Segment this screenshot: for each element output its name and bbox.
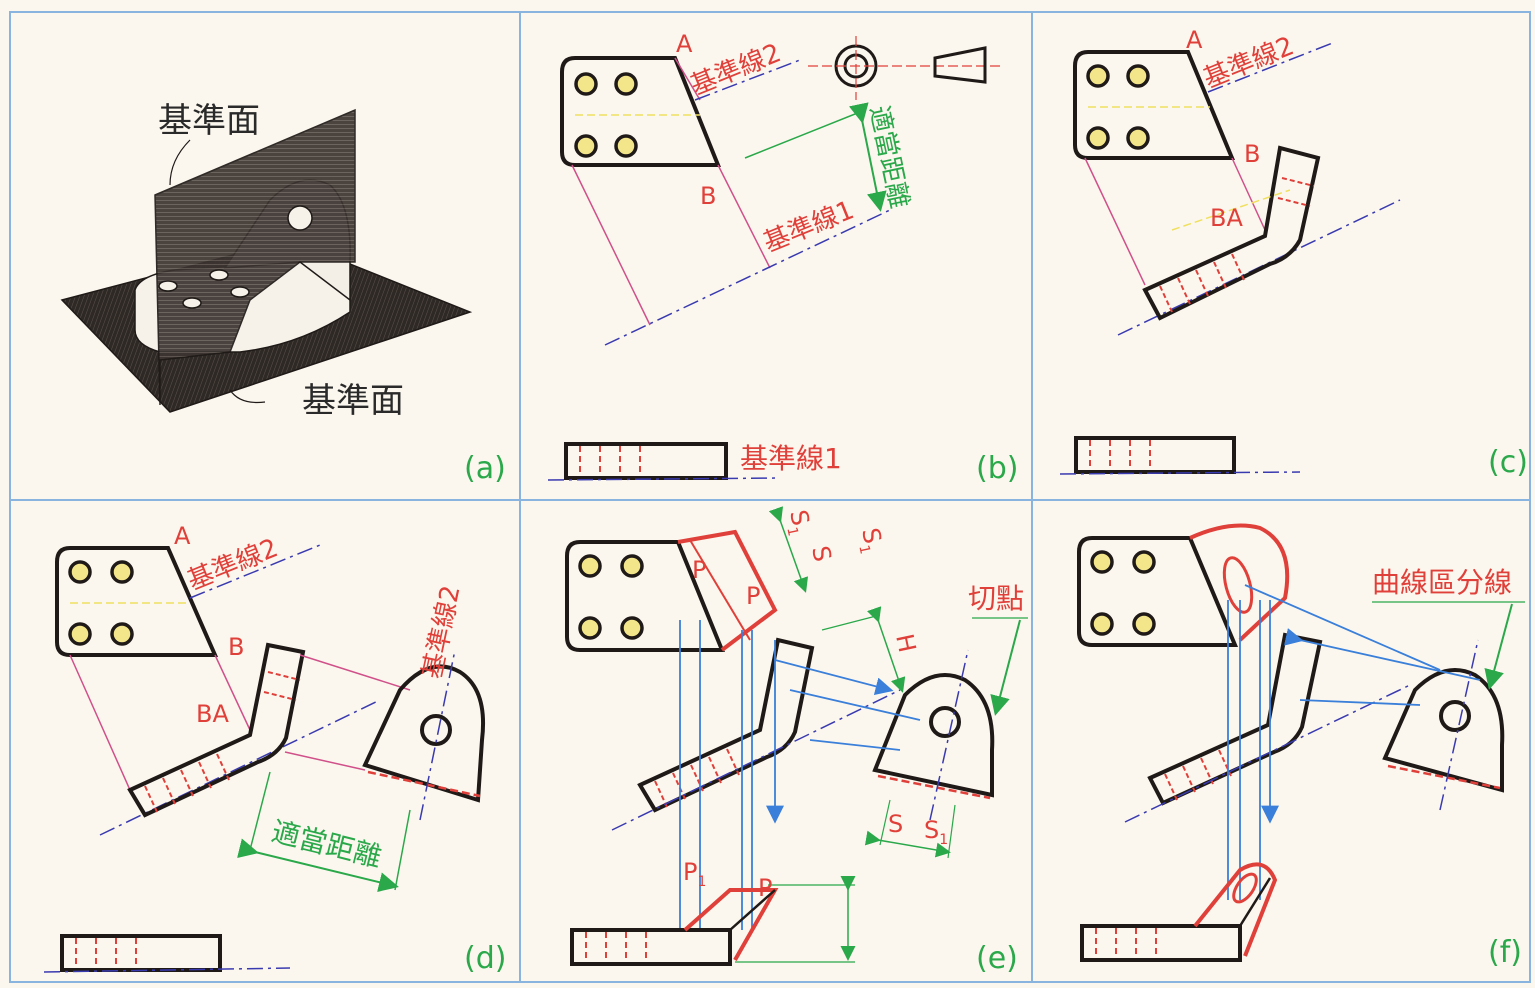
plate-side-view-c <box>1074 436 1236 474</box>
label-S1-e-bottom: S1 <box>924 816 948 848</box>
label-ref-line2-d: 基準線2 <box>183 533 282 596</box>
base-holes <box>158 205 313 309</box>
lug-hole-red-f <box>1222 556 1254 614</box>
projection-lines-f <box>1227 584 1481 900</box>
plate-front-view-f <box>1077 536 1239 647</box>
panel-e: P P P1 P S1 S S1 H S S1 切點 (e) <box>565 506 1028 976</box>
plate-holes-d <box>68 560 134 646</box>
plate-side-view-e <box>570 928 732 966</box>
label-H-e: H <box>890 631 921 654</box>
plate-side-view-b <box>564 442 728 480</box>
auxiliary-partial-view-e <box>637 637 815 813</box>
lug-auxiliary-view-d <box>362 664 485 803</box>
auxiliary-partial-view-f <box>1147 632 1323 806</box>
label-suitable-distance-d: 適當距離 <box>268 815 385 874</box>
label-suitable-distance-b: 適當距離 <box>863 103 914 211</box>
plate-front-view-c <box>1073 50 1235 160</box>
panel-label-f: (f) <box>1488 935 1522 970</box>
panel-label-e: (e) <box>976 941 1018 976</box>
projection-lines-e <box>679 620 921 930</box>
vertical-reference-plane <box>154 108 356 406</box>
reference-line-2 <box>694 59 801 101</box>
plate-side-view-f <box>1080 924 1242 962</box>
panel-a: 基準面 基準面 (a) <box>60 101 506 486</box>
label-ref-line2-d-vertical: 基準線2 <box>418 583 467 682</box>
panel-label-d: (d) <box>464 941 506 976</box>
lug-hole-e <box>929 706 961 738</box>
lug-curve-red-f <box>1189 523 1290 642</box>
label-P-e-2: P <box>746 582 760 610</box>
panel-label-c: (c) <box>1488 445 1528 480</box>
label-S-e-bottom: S <box>888 810 903 838</box>
plate-holes <box>574 72 638 158</box>
label-S1-e-top: S1 <box>780 507 816 537</box>
label-BA-d: BA <box>196 700 229 728</box>
label-P1-e: P1 <box>683 858 706 890</box>
label-A-c: A <box>1186 26 1203 54</box>
plate-front-view-e <box>565 540 725 652</box>
plate-holes-e <box>578 554 644 640</box>
lug-hole-d <box>420 714 452 746</box>
panel-label-a: (a) <box>464 451 506 486</box>
auxiliary-partial-view-d <box>127 642 306 818</box>
auxiliary-partial-view-c <box>1142 145 1321 321</box>
plate-holes-c <box>1086 64 1150 150</box>
lug-hole-f <box>1439 700 1471 732</box>
plate-holes-f <box>1090 550 1156 636</box>
lug-side-red-e <box>683 888 779 961</box>
label-B-d: B <box>228 633 244 661</box>
label-A-b: A <box>676 30 693 58</box>
label-B-b: B <box>700 182 716 210</box>
plate-front-view-d <box>55 546 219 657</box>
panel-c: A B BA 基準線2 (c) <box>1059 26 1528 480</box>
lug-side-red-f <box>1193 862 1278 957</box>
label-ref-line2-c: 基準線2 <box>1199 31 1298 94</box>
plate-front-view <box>560 56 721 167</box>
label-ref-plane-bottom: 基準面 <box>302 381 404 421</box>
lug-auxiliary-view-f <box>1382 668 1505 793</box>
label-ref-line1-side-b: 基準線1 <box>740 442 842 475</box>
label-S-e-top: S <box>806 543 837 564</box>
label-BA-c: BA <box>1210 204 1243 232</box>
taper-view <box>933 46 987 84</box>
panel-f: 曲線區分線 (f) <box>1077 523 1525 970</box>
panel-b: A B 基準線2 基準線1 適當距離 基準線1 (b) <box>547 30 1018 486</box>
lug-auxiliary-view-e <box>872 673 995 798</box>
panel-label-b: (b) <box>976 451 1018 486</box>
plate-side-view-d <box>60 934 222 972</box>
lug-top-red-e <box>677 529 778 652</box>
label-ref-line2-b: 基準線2 <box>686 38 785 101</box>
label-ref-plane-top: 基準面 <box>158 101 260 141</box>
label-S1-e-free: S1 <box>852 525 888 555</box>
label-P-e-1: P <box>692 556 706 584</box>
panel-grid <box>9 11 1531 983</box>
label-B-c: B <box>1244 140 1260 168</box>
label-curve-divider: 曲線區分線 <box>1372 566 1512 599</box>
reference-line-1 <box>604 209 891 346</box>
label-P-e-3: P <box>758 874 772 902</box>
hidden-holes-c <box>1159 177 1315 313</box>
label-A-d: A <box>174 522 191 550</box>
panel-d: A B BA 基準線2 基準線2 適當距離 (d) <box>43 522 506 976</box>
label-tangent-point: 切點 <box>968 582 1024 615</box>
